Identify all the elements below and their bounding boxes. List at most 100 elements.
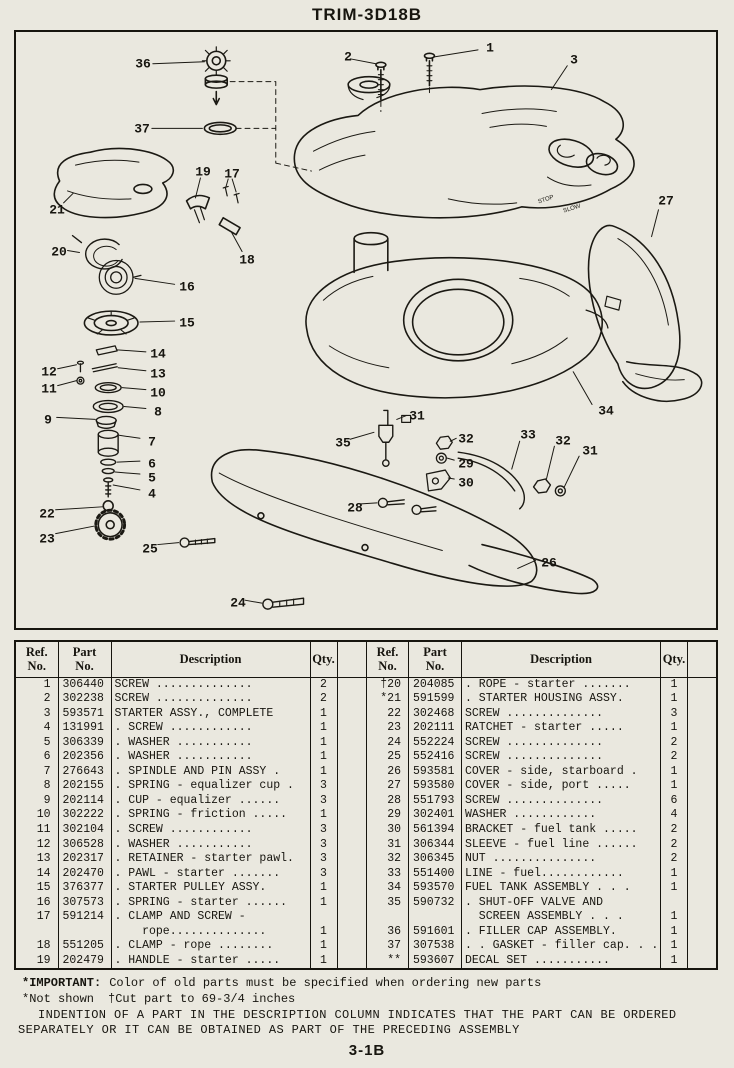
- qty-cell: 1: [660, 721, 688, 736]
- desc-cell: . SPRING - equalizer cup .: [110, 779, 310, 794]
- engraving-stop: STOP: [537, 194, 555, 206]
- header-blank: [336, 642, 366, 678]
- part-cell: 306344: [408, 837, 462, 853]
- header-qty: Qty.: [660, 642, 688, 678]
- part-cell: 552224: [408, 735, 462, 751]
- callout-22: 22: [39, 506, 55, 522]
- ref-cell: [366, 910, 409, 925]
- desc-cell: . SPRING - starter ......: [110, 895, 310, 911]
- ref-cell: 19: [36, 953, 51, 967]
- callout-1: 1: [486, 40, 494, 56]
- indention-note: INDENTION OF A PART IN THE DESCRIPTION C…: [18, 1008, 677, 1037]
- part-cell: 306345: [408, 852, 462, 867]
- desc-cell: . STARTER HOUSING ASSY.: [461, 692, 661, 707]
- ref-cell: 27: [366, 779, 409, 794]
- blank-cell: [687, 677, 717, 693]
- callout-35: 35: [335, 435, 351, 451]
- part-cell: 593581: [408, 764, 462, 780]
- small-screws-drawing: [222, 185, 240, 204]
- desc-cell: SCREW ..............: [110, 677, 310, 693]
- callout-31: 31: [582, 443, 598, 459]
- qty-cell: 1: [660, 764, 688, 780]
- callout-27: 27: [658, 193, 674, 209]
- qty-cell: 3: [309, 822, 337, 838]
- blank-cell: [687, 808, 717, 823]
- filler-cap-drawing: [201, 46, 231, 106]
- desc-cell: . SPRING - friction .....: [110, 808, 310, 823]
- callout-6: 6: [148, 456, 156, 472]
- qty-cell: 3: [309, 852, 337, 867]
- callout-14: 14: [150, 346, 166, 362]
- blank-cell: [687, 910, 717, 925]
- callout-32: 32: [458, 431, 474, 447]
- blank-cell: [336, 735, 366, 751]
- qty-cell: 1: [309, 735, 337, 751]
- blank-cell: [336, 953, 366, 969]
- desc-cell: . PAWL - starter .......: [110, 866, 310, 882]
- table-header-row: Ref. No. Part No. Description Qty.: [16, 642, 366, 678]
- ref-cell: *21: [366, 692, 409, 707]
- part-cell: 202470: [57, 866, 111, 882]
- part-cell: [57, 924, 111, 940]
- callout-24: 24: [230, 595, 246, 611]
- callout-17: 17: [224, 166, 240, 182]
- qty-cell: 2: [309, 692, 337, 707]
- ref-cell: 28: [366, 793, 409, 809]
- blank-cell: [336, 866, 366, 882]
- qty-cell: 3: [660, 706, 688, 722]
- ref-cell: 8: [43, 779, 51, 793]
- desc-cell: SCREW ..............: [110, 692, 310, 707]
- qty-cell: 1: [309, 953, 337, 969]
- callout-28: 28: [347, 500, 363, 516]
- shutoff-valve-drawing: [378, 409, 412, 467]
- desc-cell: . CLAMP - rope ........: [110, 939, 310, 954]
- blank-cell: [687, 692, 717, 707]
- callout-32: 32: [555, 433, 571, 449]
- desc-cell: DECAL SET ...........: [461, 953, 661, 969]
- part-cell: 302401: [408, 808, 462, 823]
- blank-cell: [336, 692, 366, 707]
- desc-cell: WASHER ............: [461, 808, 661, 823]
- ratchet-drawing: [94, 500, 127, 541]
- important-text: Color of old parts must be specified whe…: [109, 976, 542, 990]
- desc-cell: . CLAMP AND SCREW -: [110, 910, 310, 925]
- blank-cell: [336, 895, 366, 911]
- qty-cell: 1: [660, 692, 688, 707]
- desc-cell: . FILLER CAP ASSEMBLY.: [461, 924, 661, 940]
- callout-15: 15: [179, 315, 195, 331]
- blank-cell: [687, 793, 717, 809]
- starter-housing-drawing: [53, 147, 175, 219]
- qty-cell: 1: [309, 750, 337, 765]
- part-cell: 302104: [57, 822, 111, 838]
- engraving-slow: SLOW: [562, 203, 582, 215]
- desc-cell: SCREW ..............: [461, 735, 661, 751]
- callout-16: 16: [179, 279, 195, 295]
- qty-cell: 2: [660, 735, 688, 751]
- cut-part-note: †Cut part to 69-3/4 inches: [108, 992, 296, 1006]
- desc-cell: . SCREW ............: [110, 721, 310, 736]
- blank-cell: [687, 764, 717, 780]
- callout-37: 37: [134, 121, 150, 137]
- qty-cell: 1: [660, 677, 688, 693]
- part-cell: 593571: [57, 706, 111, 722]
- ref-cell: 37: [366, 939, 409, 954]
- exploded-view-drawing: [53, 46, 703, 610]
- header-description: Description: [461, 642, 661, 678]
- ref-cell: [16, 925, 58, 940]
- leader-lines: [55, 49, 659, 604]
